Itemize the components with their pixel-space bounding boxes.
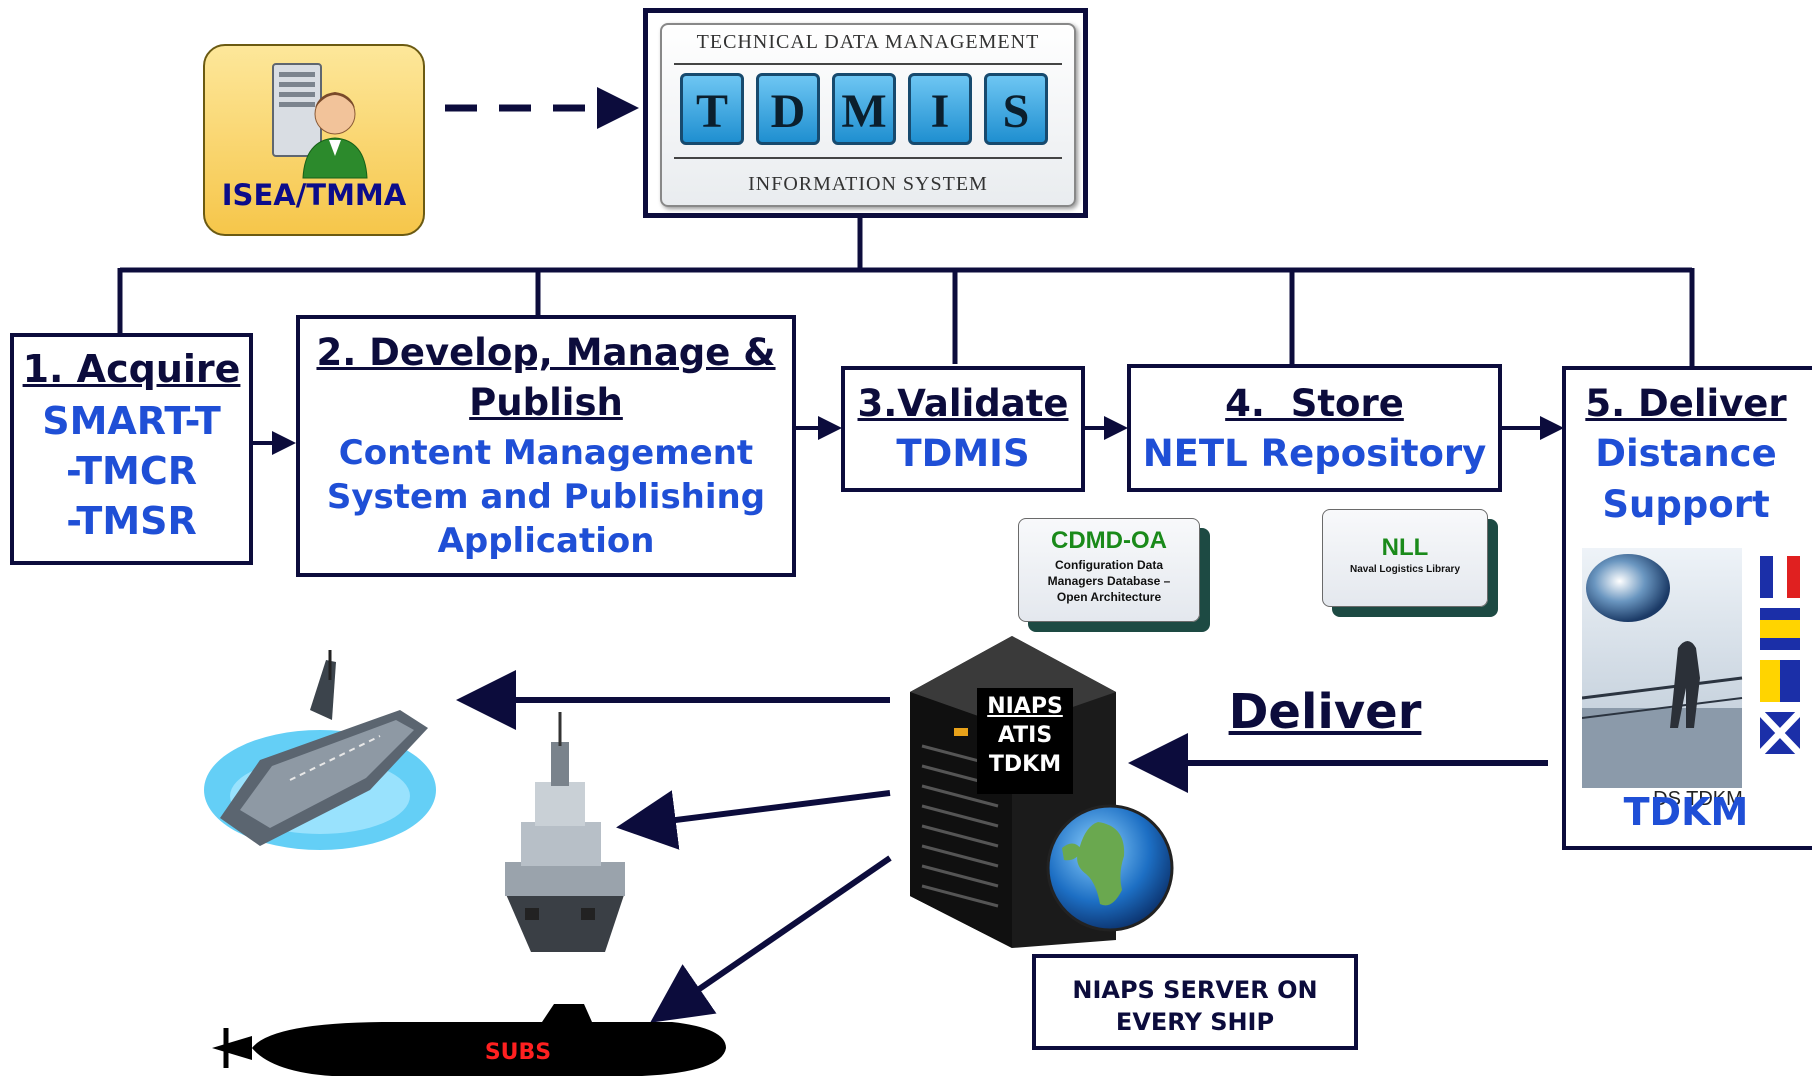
user-label: ISEA/TMMA <box>221 178 407 212</box>
step-deliver-line-1: Distance <box>1595 432 1777 475</box>
user-server-icon <box>272 63 368 179</box>
logo-letter-row: T D M I S <box>674 63 1062 159</box>
db-card-nll-name: NLL <box>1381 534 1429 561</box>
deliver-label: Deliver <box>1228 684 1422 740</box>
step-develop-title: 2. Develop, Manage & <box>316 331 776 374</box>
signal-flags-icon <box>1757 556 1803 757</box>
step-deliver-overlap-text: DS TDKM <box>1653 788 1743 810</box>
step-validate-line-1: TDMIS <box>896 432 1030 475</box>
submarine-icon <box>212 1004 726 1076</box>
logo-letter-s: S <box>984 73 1048 145</box>
niaps-note-box: NIAPS SERVER ON EVERY SHIP <box>1032 954 1358 1050</box>
step-validate: 3.Validate TDMIS <box>841 366 1085 492</box>
step-acquire-line-1: SMART-T <box>42 399 221 443</box>
step-store-title: 4. Store <box>1225 382 1404 425</box>
logo-panel: TECHNICAL DATA MANAGEMENT T D M I S INFO… <box>660 23 1076 207</box>
step-store: 4. Store NETL Repository <box>1127 364 1502 492</box>
step-acquire: 1. Acquire SMART-T -TMCR -TMSR <box>10 333 253 565</box>
step-deliver-bottom: TDKM <box>1623 790 1749 834</box>
step-develop-line-2: System and Publishing <box>326 477 766 517</box>
aircraft-carrier-icon <box>204 650 436 850</box>
logo-letter-d: D <box>756 73 820 145</box>
logo-bottom-text: INFORMATION SYSTEM <box>748 173 988 195</box>
niaps-label-box: NIAPS ATIS TDKM <box>977 688 1073 794</box>
db-card-cdmd-name: CDMD-OA <box>1051 527 1167 554</box>
logo-top-text: TECHNICAL DATA MANAGEMENT <box>696 31 1040 53</box>
sailor-silhouette <box>1670 641 1700 728</box>
step-validate-title: 3.Validate <box>857 382 1069 425</box>
step-acquire-line-2: -TMCR <box>65 449 198 493</box>
subs-label: SUBS <box>484 1040 552 1065</box>
user-card: ISEA/TMMA <box>203 44 425 236</box>
step-acquire-line-3: -TMSR <box>66 499 197 543</box>
niaps-note-text: NIAPS SERVER ON EVERY SHIP <box>1072 976 1318 1036</box>
destroyer-icon <box>505 712 625 952</box>
step-deliver-title: 5. Deliver <box>1585 382 1787 425</box>
db-card-cdmd: CDMD-OA Configuration Data Managers Data… <box>1018 518 1200 622</box>
step-deliver-line-2: Support <box>1602 483 1770 526</box>
logo-letter-i: I <box>908 73 972 145</box>
step-acquire-title: 1. Acquire <box>22 347 241 391</box>
db-card-nll-desc: Naval Logistics Library <box>1349 564 1461 575</box>
db-card-nll: NLL Naval Logistics Library <box>1322 509 1488 607</box>
niaps-label-2: ATIS <box>997 723 1053 748</box>
step-develop-line-3: Application <box>437 521 655 561</box>
step-develop: 2. Develop, Manage & Publish Content Man… <box>296 315 796 577</box>
niaps-label-3: TDKM <box>988 752 1062 777</box>
logo-letter-t: T <box>680 73 744 145</box>
globe-icon <box>1046 804 1174 932</box>
earth-icon <box>1586 554 1670 622</box>
step-deliver: 5. Deliver Distance Support <box>1562 366 1812 850</box>
distance-support-image <box>1582 548 1803 788</box>
step-develop-title-2: Publish <box>469 381 623 424</box>
step-develop-line-1: Content Management <box>338 433 754 473</box>
step-store-line-1: NETL Repository <box>1142 432 1487 475</box>
tdmis-logo: TECHNICAL DATA MANAGEMENT T D M I S INFO… <box>643 8 1088 218</box>
db-card-cdmd-desc: Configuration Data Managers Database – O… <box>1047 558 1171 604</box>
logo-letter-m: M <box>832 73 896 145</box>
niaps-label-1: NIAPS <box>987 694 1063 719</box>
